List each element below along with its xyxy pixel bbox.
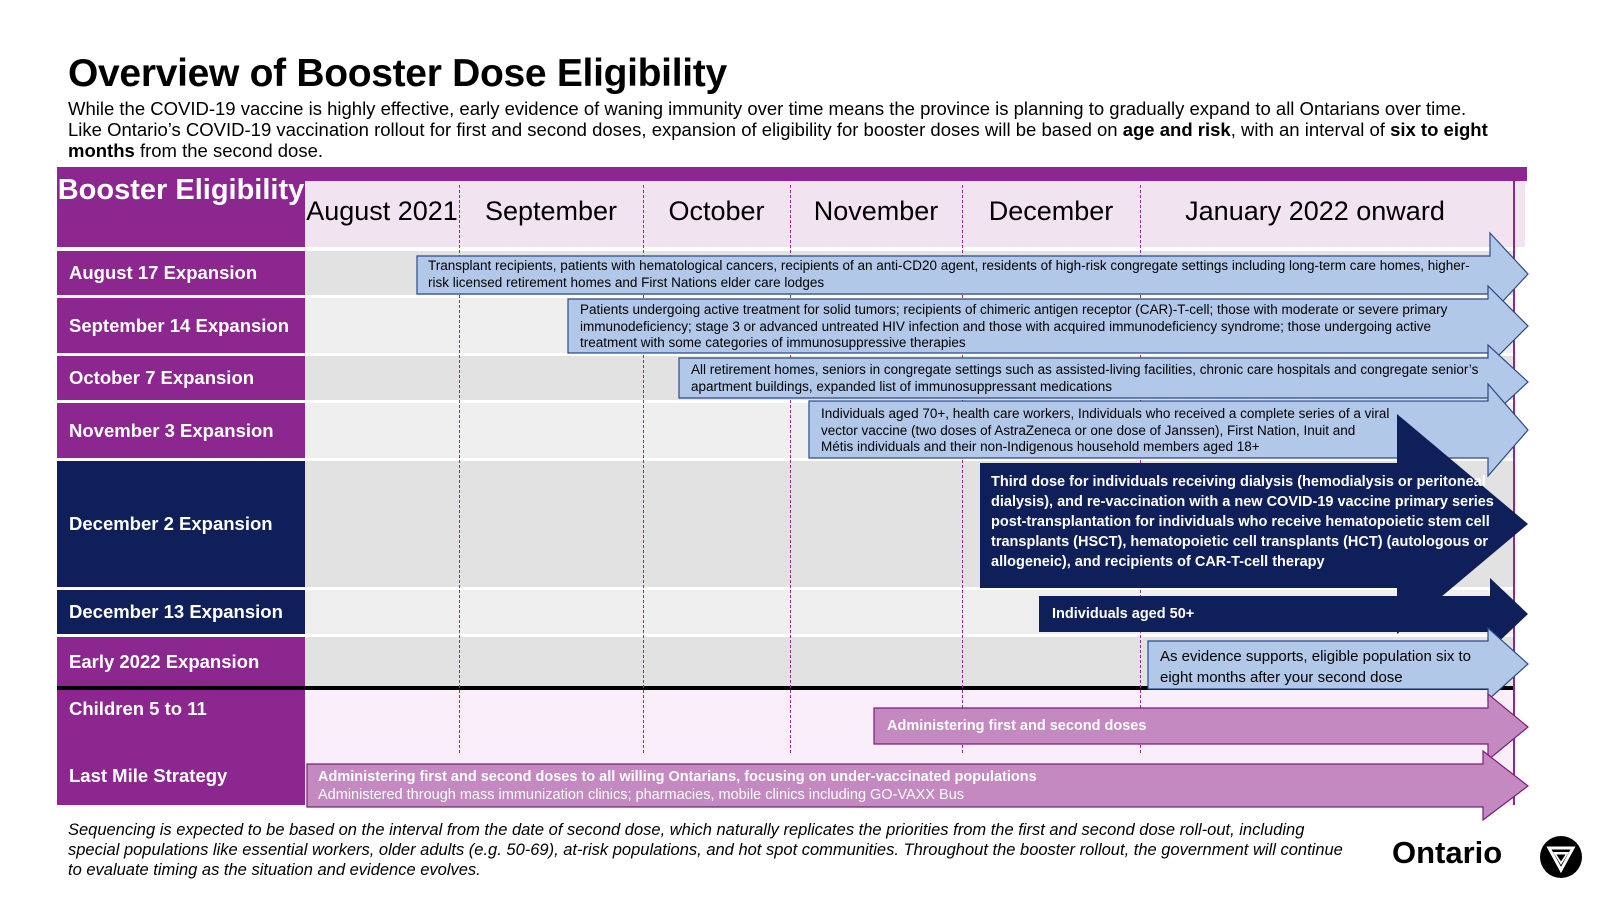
table-top-bar bbox=[57, 167, 1527, 181]
table-right-border bbox=[1513, 181, 1515, 805]
arrow-subtext-last-mile: Administered through mass immunization c… bbox=[318, 787, 965, 803]
row-label: December 2 Expansion bbox=[57, 461, 305, 587]
month-divider bbox=[459, 185, 460, 753]
arrow-text-december-2: Third dose for individuals receiving dia… bbox=[991, 474, 1494, 570]
ontario-logo-text: Ontario bbox=[1392, 835, 1503, 870]
row-label: Children 5 to 11 bbox=[69, 698, 207, 719]
month-header: September bbox=[484, 196, 618, 226]
month-header: January 2022 onward bbox=[1185, 196, 1445, 226]
row-label: December 13 Expansion bbox=[57, 590, 305, 634]
footnote: Sequencing is expected to be based on th… bbox=[68, 821, 1343, 879]
month-divider bbox=[643, 185, 644, 753]
row-label: August 17 Expansion bbox=[57, 251, 305, 295]
arrow-text-august: Transplant recipients, patients with hem… bbox=[428, 258, 1470, 290]
arrow-august bbox=[416, 231, 1529, 317]
arrow-december-2 bbox=[980, 414, 1528, 634]
intro-paragraph: While the COVID-19 vaccine is highly eff… bbox=[68, 98, 1488, 161]
row-label: November 3 Expansion bbox=[57, 403, 305, 458]
arrow-early-2022 bbox=[1147, 626, 1529, 702]
arrow-children bbox=[873, 692, 1529, 762]
arrow-text-december-13: Individuals aged 50+ bbox=[1052, 606, 1195, 622]
arrow-october bbox=[678, 343, 1529, 421]
month-header: August 2021 bbox=[306, 196, 458, 226]
header-label: Booster Eligibility bbox=[57, 174, 305, 206]
arrow-text-november: Individuals aged 70+, health care worker… bbox=[821, 406, 1390, 454]
arrow-text-september: Patients undergoing active treatment for… bbox=[580, 302, 1448, 350]
arrow-text-october: All retirement homes, seniors in congreg… bbox=[691, 362, 1479, 394]
month-divider bbox=[962, 185, 963, 753]
page-title: Overview of Booster Dose Eligibility bbox=[68, 52, 727, 95]
arrow-text-last-mile: Administering first and second doses to … bbox=[318, 769, 1037, 785]
row-label: October 7 Expansion bbox=[57, 356, 305, 400]
month-header: November bbox=[813, 196, 939, 226]
arrow-last-mile bbox=[306, 749, 1529, 822]
arrow-september bbox=[567, 284, 1529, 368]
row-separator bbox=[57, 686, 1515, 690]
header-band bbox=[305, 181, 1525, 247]
arrow-december-13 bbox=[1039, 578, 1528, 650]
row-label-block bbox=[57, 690, 305, 805]
trillium-icon bbox=[1540, 836, 1582, 878]
month-divider bbox=[790, 185, 791, 753]
row-label: Last Mile Strategy bbox=[69, 765, 228, 786]
month-header: December bbox=[988, 196, 1114, 226]
row-label: Early 2022 Expansion bbox=[57, 637, 305, 686]
arrow-november bbox=[808, 382, 1529, 478]
arrow-text-early-2022: As evidence supports, eligible populatio… bbox=[1160, 648, 1472, 686]
arrow-text-children: Administering first and second doses bbox=[887, 718, 1147, 734]
month-header: October bbox=[668, 196, 765, 226]
header-label-cell bbox=[57, 181, 305, 247]
row-label: September 14 Expansion bbox=[57, 298, 305, 353]
